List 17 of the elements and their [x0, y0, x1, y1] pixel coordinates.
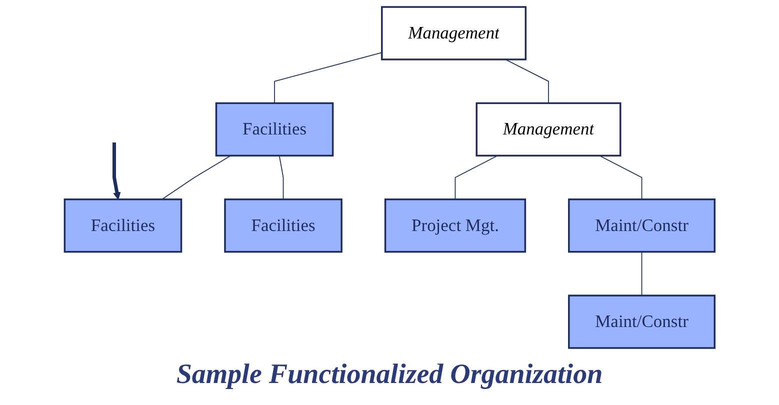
- connector: [504, 59, 549, 104]
- connector: [278, 155, 284, 200]
- arrow: [112, 142, 121, 200]
- node-box: Maint/Constr: [568, 294, 716, 349]
- connector: [598, 155, 642, 200]
- node-box: Management: [476, 102, 622, 157]
- node-box: Project Mgt.: [384, 198, 526, 253]
- node-box: Facilities: [215, 102, 334, 157]
- connector: [161, 155, 232, 200]
- connector: [454, 155, 498, 200]
- connector: [641, 251, 642, 296]
- caption: Sample Functionalized Organization: [176, 359, 603, 391]
- connector: [274, 52, 382, 104]
- node-box: Maint/Constr: [568, 198, 716, 253]
- node-box: Facilities: [224, 198, 342, 253]
- node-box: Management: [380, 6, 526, 60]
- node-box: Facilities: [64, 198, 182, 253]
